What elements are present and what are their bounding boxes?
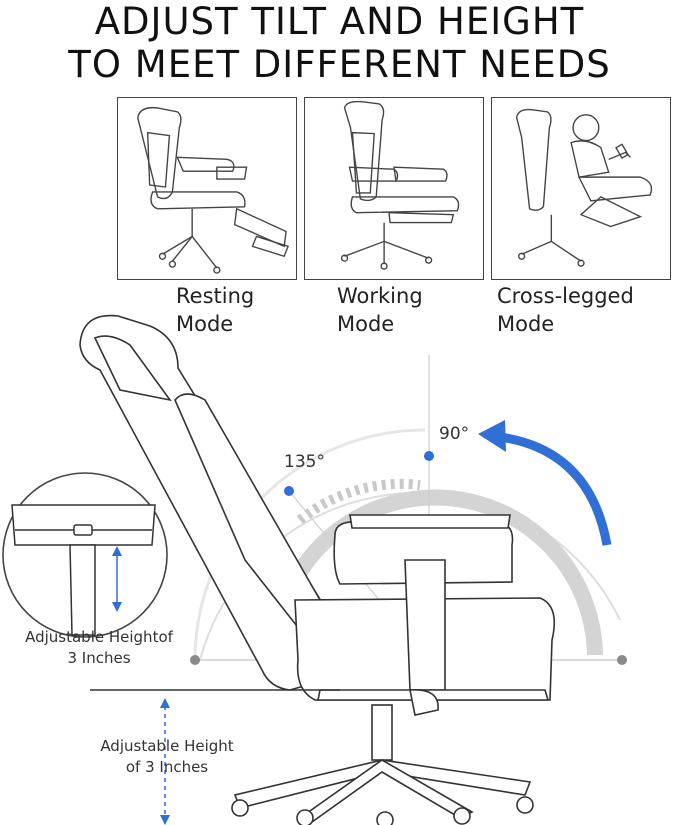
- headline-line-1: ADJUST TILT AND HEIGHT: [94, 0, 585, 43]
- recline-angle-label: 135°: [284, 452, 325, 472]
- recline-angle-marker: [284, 486, 294, 496]
- outer-tilt-arc: [193, 428, 426, 661]
- armrest-height-caption: Adjustable Heightof 3 Inches: [25, 628, 173, 667]
- headrest: [93, 335, 172, 402]
- gas-lift: [371, 704, 393, 761]
- upright-chair-icon: [340, 100, 460, 270]
- armrest-post: [404, 559, 446, 691]
- cross-legged-mode-illustration: [491, 97, 671, 280]
- height-lever: [409, 689, 439, 716]
- reclined-chair-icon: [137, 106, 290, 274]
- working-mode-illustration: [304, 97, 484, 280]
- headline-line-2: TO MEET DIFFERENT NEEDS: [68, 43, 611, 86]
- tilt-arrow-icon: [499, 432, 612, 546]
- seat-height-caption: Adjustable Height of 3 Inches: [100, 737, 234, 776]
- person-seated-cross-legged-icon: [516, 108, 653, 267]
- armrest-pad: [333, 520, 514, 585]
- reclining-chair-illustration: [2, 314, 627, 825]
- upright-angle-label: 90°: [439, 424, 470, 444]
- resting-mode-illustration: [117, 97, 297, 280]
- upright-angle-marker: [424, 451, 434, 461]
